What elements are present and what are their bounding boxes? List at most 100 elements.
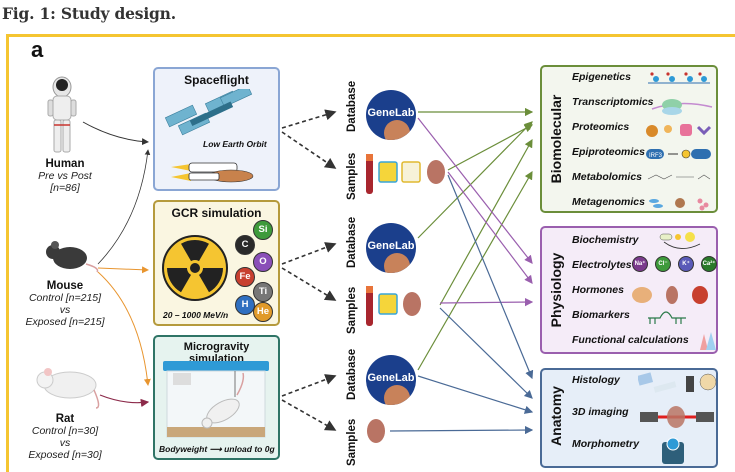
samples-label: Samples bbox=[346, 152, 358, 200]
samples-icons-gcr bbox=[366, 286, 421, 326]
subject-name: Human bbox=[45, 158, 85, 170]
astronaut-icon bbox=[47, 76, 77, 153]
item-3d-imaging: 3D imaging bbox=[572, 406, 629, 418]
biomolecular-box: Biomolecular Epigenetics Transcriptomics… bbox=[540, 65, 718, 213]
item-biomarkers: Biomarkers bbox=[572, 309, 630, 321]
subject-vs: vs bbox=[59, 437, 71, 449]
arrow-db3-anat bbox=[417, 375, 534, 414]
item-metagenomics: Metagenomics bbox=[572, 196, 645, 208]
transcriptomics-icon bbox=[651, 99, 713, 115]
samples-label: Samples bbox=[346, 418, 358, 466]
dashed-arrow-micro-db bbox=[281, 374, 337, 397]
panel-letter: a bbox=[31, 37, 44, 62]
arrow-s1-anat bbox=[447, 174, 534, 380]
metagenomics-icon bbox=[649, 198, 709, 211]
box-title: Biomolecular bbox=[548, 94, 564, 184]
subject-control: Control [n=30] bbox=[31, 425, 99, 437]
genelab-logo-text: GeneLab bbox=[367, 107, 415, 119]
biomarkers-icon bbox=[648, 311, 686, 324]
subject-mouse: Mouse Control [n=215] vs Exposed [n=215] bbox=[15, 280, 115, 328]
item-electrolytes: Electrolytes bbox=[572, 259, 632, 271]
genelab-logo-text: GeneLab bbox=[367, 240, 415, 252]
blood-tube-icon bbox=[366, 154, 373, 194]
genelab-logo-text: GeneLab bbox=[367, 372, 415, 384]
energy-caption: 20 – 1000 MeV/n bbox=[163, 310, 229, 320]
scale-icon bbox=[662, 437, 684, 464]
box-title: GCR simulation bbox=[171, 206, 262, 220]
hormones-icon bbox=[632, 286, 708, 304]
rat-icon bbox=[36, 368, 100, 409]
item-metabolomics: Metabolomics bbox=[572, 171, 643, 183]
arrow-s2-phys bbox=[439, 297, 534, 307]
3d-imaging-icon bbox=[640, 406, 714, 428]
potassium-ion-icon: K⁺ bbox=[678, 256, 694, 272]
item-epigenetics: Epigenetics bbox=[572, 71, 631, 83]
unload-label: unload to 0g bbox=[224, 444, 275, 454]
iss-icon bbox=[164, 89, 253, 136]
arrow-right-icon: ⟶ bbox=[209, 444, 222, 454]
omics-icons: IRF3 bbox=[646, 72, 713, 211]
subject-exposed: Exposed [n=30] bbox=[28, 449, 102, 461]
genelab-logo: GeneLab bbox=[366, 355, 416, 405]
item-transcriptomics: Transcriptomics bbox=[572, 96, 654, 108]
epigenetics-icon bbox=[648, 72, 710, 84]
proteomics-icon bbox=[646, 124, 712, 137]
kidney-icon bbox=[403, 292, 421, 316]
arrow-mouse-spaceflight bbox=[97, 149, 151, 265]
metabolomics-icon bbox=[647, 174, 711, 180]
ion-si: Si bbox=[253, 220, 273, 240]
box-title: Physiology bbox=[548, 252, 564, 328]
arrow-s2-anat bbox=[439, 307, 533, 399]
mouse-icon bbox=[46, 241, 99, 273]
item-epiproteomics: Epiproteomics bbox=[572, 146, 645, 158]
item-morphometry: Morphometry bbox=[572, 438, 640, 450]
arrow-mouse-microgravity bbox=[97, 271, 151, 386]
space-shuttle-icon bbox=[171, 162, 254, 183]
radiation-icon bbox=[162, 235, 228, 301]
box-title: Spaceflight bbox=[184, 73, 249, 87]
dashed-arrow-micro-samples bbox=[281, 399, 337, 431]
physiology-icons bbox=[632, 232, 716, 350]
arrow-human-spaceflight bbox=[82, 121, 149, 146]
samples-icons-spaceflight bbox=[366, 154, 445, 194]
hindlimb-unloading-cage-icon bbox=[163, 361, 269, 438]
urine-cup-icon bbox=[378, 161, 398, 183]
subject-rat: Rat Control [n=30] vs Exposed [n=30] bbox=[20, 413, 110, 461]
ion-he: He bbox=[253, 302, 273, 322]
blood-tube-icon bbox=[366, 286, 373, 326]
dashed-arrow-spaceflight-db bbox=[281, 109, 337, 129]
figure-frame bbox=[6, 34, 735, 472]
biochemistry-icon bbox=[659, 232, 701, 249]
physiology-box: Physiology Biochemistry Electrolytes Hor… bbox=[540, 226, 718, 354]
ion-h: H bbox=[235, 295, 255, 315]
item-histology: Histology bbox=[572, 374, 620, 386]
ion-o: O bbox=[253, 252, 273, 272]
arrow-db2-bio bbox=[417, 121, 533, 239]
ion-fe: Fe bbox=[235, 267, 255, 287]
kidney-icon bbox=[427, 160, 445, 184]
arrow-s3-anat bbox=[389, 425, 534, 435]
genelab-logo: GeneLab bbox=[366, 90, 416, 140]
database-label: Database bbox=[346, 216, 358, 268]
subject-name: Mouse bbox=[46, 280, 84, 292]
gcr-box: GCR simulation Si C O Fe Ti H He 20 – 10… bbox=[153, 200, 280, 326]
histology-icon bbox=[638, 372, 717, 393]
genelab-logo: GeneLab bbox=[366, 223, 416, 273]
epiproteomics-icon: IRF3 bbox=[646, 149, 711, 159]
functional-calculations-icon bbox=[700, 332, 716, 350]
sodium-ion-icon: Na⁺ bbox=[632, 256, 648, 272]
subject-name: Rat bbox=[55, 413, 75, 425]
subject-exposed: Exposed [n=215] bbox=[25, 316, 105, 328]
urine-cup-icon bbox=[378, 293, 398, 315]
ion-ti: Ti bbox=[253, 282, 273, 302]
dashed-arrow-spaceflight-samples bbox=[281, 131, 337, 169]
arrow-mouse-gcr bbox=[97, 266, 149, 274]
item-hormones: Hormones bbox=[572, 284, 624, 296]
arrow-db1-phys bbox=[417, 117, 533, 264]
subject-count: [n=86] bbox=[50, 182, 80, 194]
arrow-rat-microgravity bbox=[99, 394, 150, 408]
microgravity-box: Microgravity simulation Bodyweight ⟶ unl… bbox=[153, 335, 280, 460]
unload-caption: Bodyweight ⟶ unload to 0g bbox=[159, 444, 275, 455]
svg-text:IRF3: IRF3 bbox=[649, 153, 663, 159]
